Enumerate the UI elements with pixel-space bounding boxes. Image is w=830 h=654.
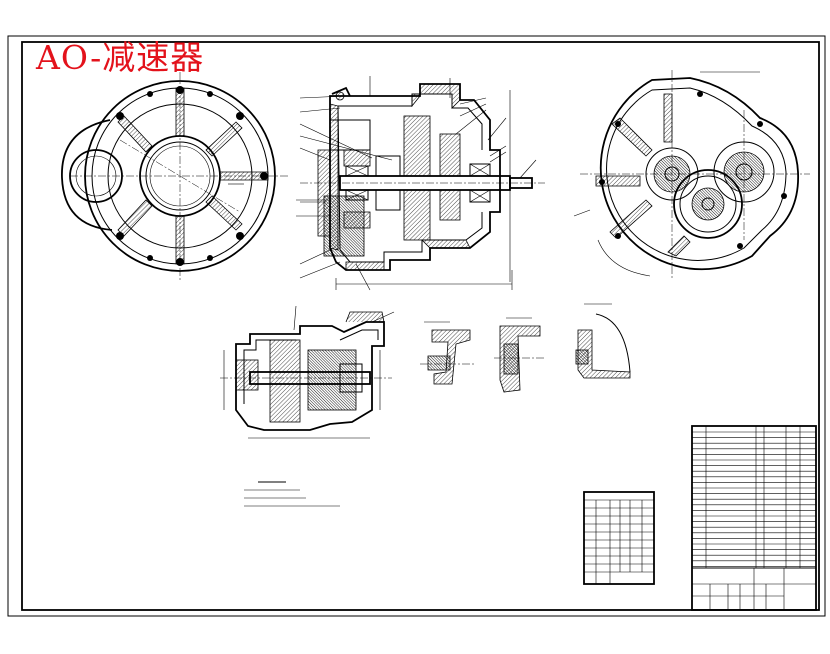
inner-border (21, 41, 820, 611)
section-c-c (220, 305, 395, 439)
parts-list-table (691, 425, 817, 611)
detail-section-1 (420, 321, 476, 385)
drawing-title: AO-减速器 (36, 38, 205, 77)
main-section-view (296, 76, 545, 291)
detail-section-d-d (575, 303, 631, 379)
detail-section-2 (494, 317, 546, 393)
left-end-view (61, 72, 290, 280)
technical-notes (244, 481, 340, 507)
outer-border (7, 35, 826, 617)
right-end-view (573, 70, 810, 280)
gear-parameter-table (583, 491, 655, 585)
